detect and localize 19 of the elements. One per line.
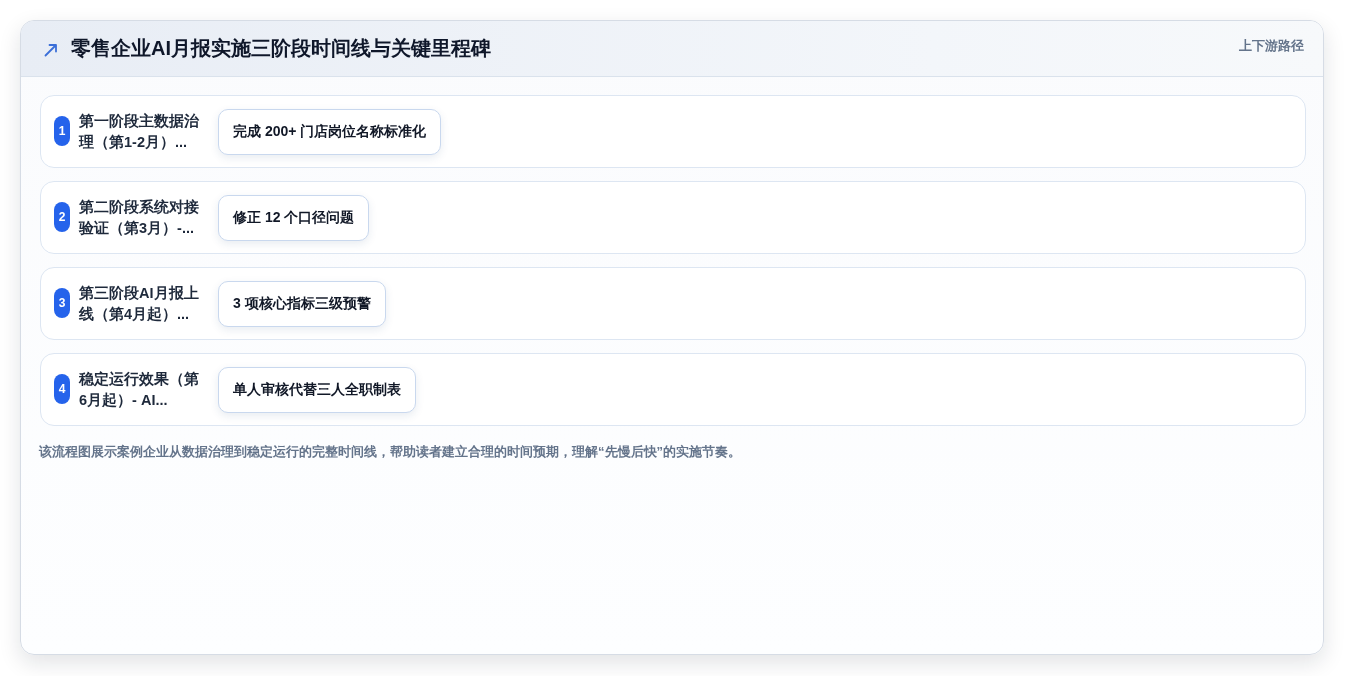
step-number: 1 — [54, 116, 70, 146]
stage-card — [40, 353, 1306, 426]
stage-card — [40, 95, 1306, 168]
step-number: 4 — [54, 374, 70, 404]
stage-title: 第二阶段系统对接验证（第3月）-... — [79, 198, 200, 238]
milestone-tag: 单人审核代替三人全职制表 — [218, 367, 416, 413]
stage-title: 第一阶段主数据治理（第1-2月）... — [79, 112, 200, 152]
diagram-title: 零售企业AI月报实施三阶段时间线与关键里程碑 — [71, 36, 491, 61]
milestone-tag: 完成 200+ 门店岗位名称标准化 — [218, 109, 442, 155]
milestone-tag: 修正 12 个口径问题 — [218, 195, 370, 241]
milestone-tag: 3 项核心指标三级预警 — [218, 281, 386, 327]
step-number: 2 — [54, 202, 70, 232]
step-number: 3 — [54, 288, 70, 318]
stage-card — [40, 181, 1306, 254]
stage-title: 第三阶段AI月报上线（第4月起）... — [79, 284, 200, 324]
section-label: 上下游路径 — [1239, 38, 1304, 54]
stage-title: 稳定运行效果（第6月起）- AI... — [79, 370, 200, 410]
caption-text: 该流程图展示案例企业从数据治理到稳定运行的完整时间线，帮助读者建立合理的时间预期，理解“先慢后快”的实施节奏。 — [39, 443, 741, 460]
stage-card — [40, 267, 1306, 340]
